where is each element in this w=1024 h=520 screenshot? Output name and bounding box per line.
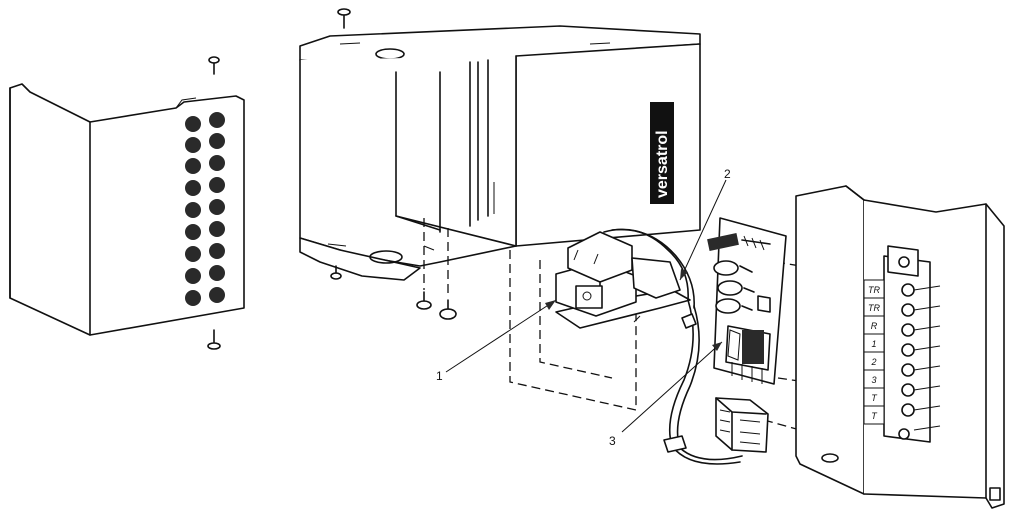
brand-name: versatrol (654, 130, 671, 198)
enclosure-bottom-screw-right (439, 299, 457, 320)
cover-bottom-screw (207, 329, 221, 350)
terminal-label: 2 (870, 357, 876, 367)
callout-1: 1 (436, 299, 557, 383)
vent-holes (185, 112, 225, 306)
callout-2: 2 (679, 167, 731, 281)
enclosure-top-screw (337, 8, 351, 29)
enclosure-bottom-screw-left (330, 265, 342, 280)
callout-3: 3 (609, 341, 723, 448)
transformer (555, 228, 695, 329)
callout-number: 2 (724, 167, 731, 181)
terminal-label: T (871, 393, 878, 403)
circuit-board (707, 217, 787, 385)
terminal-label-cells (863, 279, 885, 425)
callout-number: 1 (436, 369, 443, 383)
terminal-label: TR (868, 303, 880, 313)
board-components (707, 233, 771, 384)
connector-plug (715, 397, 769, 453)
cover-top-screw (208, 56, 220, 75)
terminal-label: 1 (871, 339, 876, 349)
terminal-label: T (871, 411, 878, 421)
wiring-harness (663, 299, 743, 465)
terminal-label: TR (868, 285, 880, 295)
terminal-label: 3 (871, 375, 876, 385)
terminal-screws (901, 283, 941, 431)
brand-plate: versatrol (650, 102, 674, 204)
terminal-label: R (871, 321, 878, 331)
front-cover-panel (9, 56, 245, 350)
terminal-bracket: TR TR R 1 2 3 T T (795, 185, 1005, 509)
enclosure-bottom-screw-mid (416, 291, 432, 310)
callout-number: 3 (609, 434, 616, 448)
terminal-strip: TR TR R 1 2 3 T T (863, 245, 941, 443)
main-enclosure: versatrol (299, 8, 701, 320)
